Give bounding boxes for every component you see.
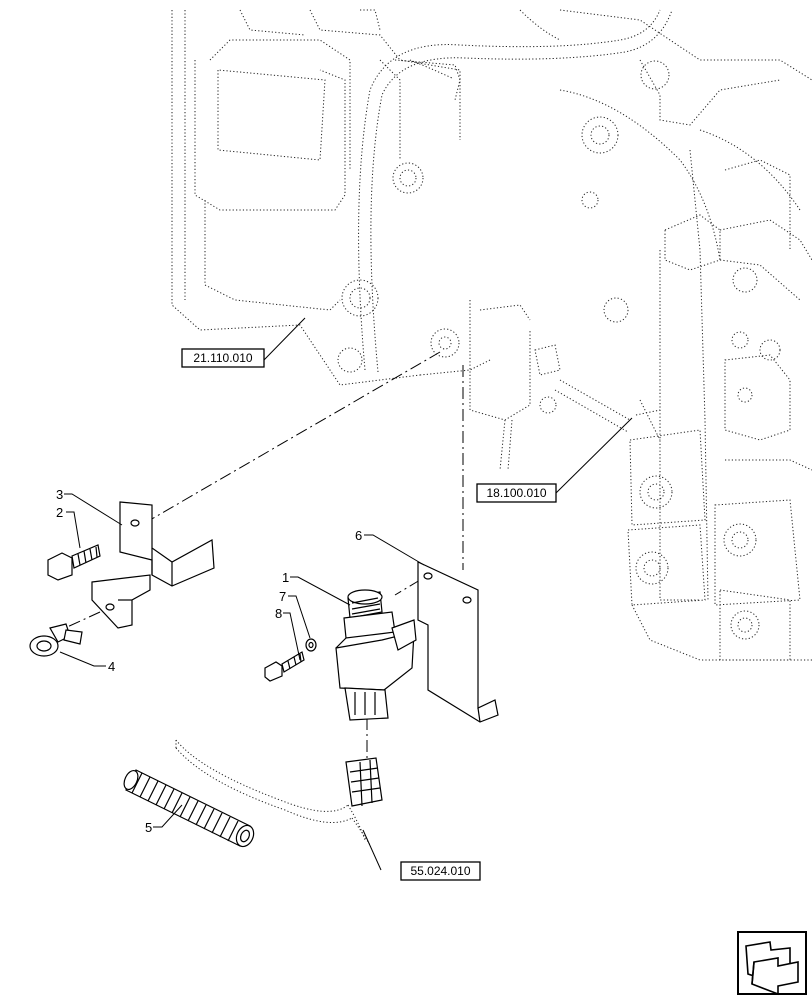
sensor-switch-item-1 bbox=[335, 589, 417, 721]
washer-item-7 bbox=[305, 638, 317, 652]
next-page-arrow-icon[interactable] bbox=[737, 931, 807, 996]
callout-5: 5 bbox=[145, 820, 152, 835]
clamp-item-4 bbox=[29, 623, 83, 657]
harness-connector bbox=[345, 757, 383, 807]
harness-wire-outline bbox=[175, 739, 371, 846]
callout-numbers: 1 2 3 4 5 6 7 8 bbox=[56, 487, 362, 835]
reference-label: 18.100.010 bbox=[486, 486, 546, 500]
reference-box-21-110-010[interactable]: 21.110.010 bbox=[181, 348, 265, 368]
alignment-centerlines bbox=[64, 351, 464, 760]
lift-linkage-outline bbox=[419, 300, 631, 471]
bracket-item-3 bbox=[91, 501, 215, 629]
hose-loop-outline bbox=[358, 9, 673, 373]
reference-label: 55.024.010 bbox=[410, 864, 470, 878]
transmission-housing-outline bbox=[171, 9, 461, 386]
bolt-item-2 bbox=[47, 544, 101, 581]
bracket-item-6 bbox=[417, 561, 499, 723]
callout-1: 1 bbox=[282, 570, 289, 585]
reference-label: 21.110.010 bbox=[193, 351, 252, 365]
leader-lines bbox=[59, 317, 633, 871]
callout-3: 3 bbox=[56, 487, 63, 502]
callout-2: 2 bbox=[56, 505, 63, 520]
reference-box-18-100-010[interactable]: 18.100.010 bbox=[476, 483, 557, 503]
corrugated-sleeve-item-5 bbox=[123, 769, 255, 848]
reference-box-55-024-010[interactable]: 55.024.010 bbox=[400, 861, 481, 881]
callout-4: 4 bbox=[108, 659, 115, 674]
callout-8: 8 bbox=[275, 606, 282, 621]
callout-7: 7 bbox=[279, 589, 286, 604]
rear-axle-housing-outline bbox=[559, 9, 812, 661]
callout-6: 6 bbox=[355, 528, 362, 543]
screw-item-8 bbox=[264, 651, 305, 682]
